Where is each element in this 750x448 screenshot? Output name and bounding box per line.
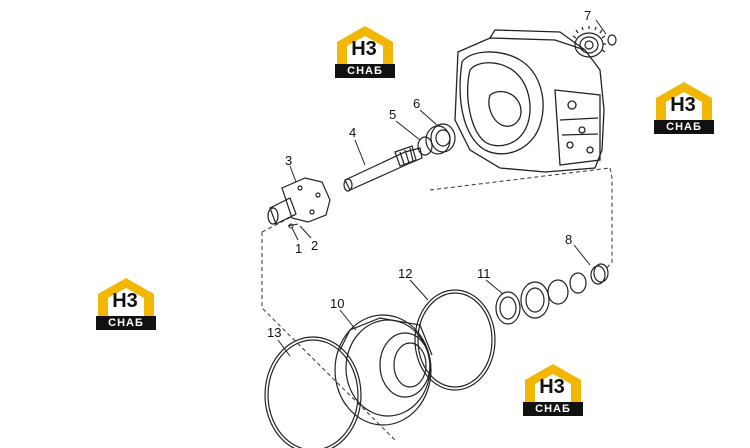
callout-labels: 1 2 3 4 5 6 7 8 10 11 12 13 — [267, 8, 591, 340]
watermark-mark: H3 — [351, 38, 377, 60]
watermark-band: СНАБ — [654, 120, 714, 134]
callout-10: 10 — [330, 296, 344, 311]
ring-part — [417, 136, 433, 156]
watermark-logo: H3 СНАБ — [94, 276, 158, 332]
house-roof-icon — [525, 364, 581, 402]
watermark-logo: H3 СНАБ — [652, 80, 716, 136]
watermark-band: СНАБ — [335, 64, 395, 78]
leader-lines — [277, 19, 607, 357]
watermark-mark: H3 — [112, 290, 138, 312]
house-roof-icon — [337, 26, 393, 64]
gear-part — [572, 26, 617, 58]
seal-rings-part — [547, 263, 609, 305]
callout-2: 2 — [311, 238, 318, 253]
callout-5: 5 — [389, 107, 396, 122]
callout-6: 6 — [413, 96, 420, 111]
house-roof-icon — [656, 82, 712, 120]
o-ring-part — [414, 289, 496, 391]
flange-part — [267, 177, 331, 225]
watermark-mark: H3 — [539, 376, 565, 398]
callout-13: 13 — [267, 325, 281, 340]
cover-part — [334, 314, 433, 426]
watermark-band: СНАБ — [523, 402, 583, 416]
callout-3: 3 — [285, 153, 292, 168]
large-ring-part — [264, 336, 362, 448]
bolt-part — [287, 223, 299, 229]
callout-7: 7 — [584, 8, 591, 23]
house-roof-icon — [98, 278, 154, 316]
transmission-housing — [454, 29, 605, 173]
callout-1: 1 — [295, 241, 302, 256]
shaft-part — [343, 145, 423, 192]
thrust-washer-part — [495, 281, 550, 325]
callout-4: 4 — [349, 125, 356, 140]
callout-8: 8 — [565, 232, 572, 247]
watermark-band: СНАБ — [96, 316, 156, 330]
callout-12: 12 — [398, 266, 412, 281]
watermark-logo: H3 СНАБ — [333, 24, 397, 80]
watermark-mark: H3 — [670, 94, 696, 116]
bearing-part — [425, 123, 456, 155]
callout-11: 11 — [477, 266, 491, 281]
watermark-logo: H3 СНАБ — [521, 362, 585, 418]
